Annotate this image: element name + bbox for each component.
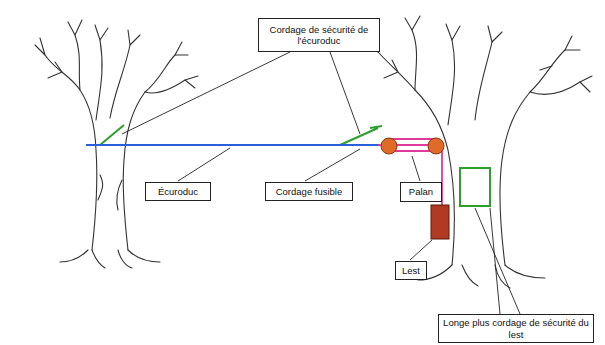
label-box: Longe plus cordage de sécurité du lest xyxy=(438,314,594,343)
label-text: Longe plus cordage de sécurité du lest xyxy=(443,317,589,340)
label-box: Lest xyxy=(395,261,427,280)
lest-weight xyxy=(431,205,449,239)
label-box: Cordage fusible xyxy=(265,182,353,201)
label-text: Cordage de sécurité de l'écuroduc xyxy=(263,24,375,47)
right-tree xyxy=(368,16,592,288)
label-text: Palan xyxy=(409,186,433,197)
leader-lines xyxy=(122,52,520,314)
label-box: Cordage de sécurité de l'écuroduc xyxy=(258,18,380,52)
label-box: Écuroduc xyxy=(145,182,211,201)
label-box: Palan xyxy=(400,182,442,202)
ecuroduc-line xyxy=(86,144,380,146)
label-text: Lest xyxy=(402,265,420,276)
label-text: Écuroduc xyxy=(158,186,198,197)
palan xyxy=(381,138,444,154)
safety-rope xyxy=(100,125,490,206)
label-text: Cordage fusible xyxy=(276,186,343,197)
lest-strap xyxy=(460,168,490,206)
